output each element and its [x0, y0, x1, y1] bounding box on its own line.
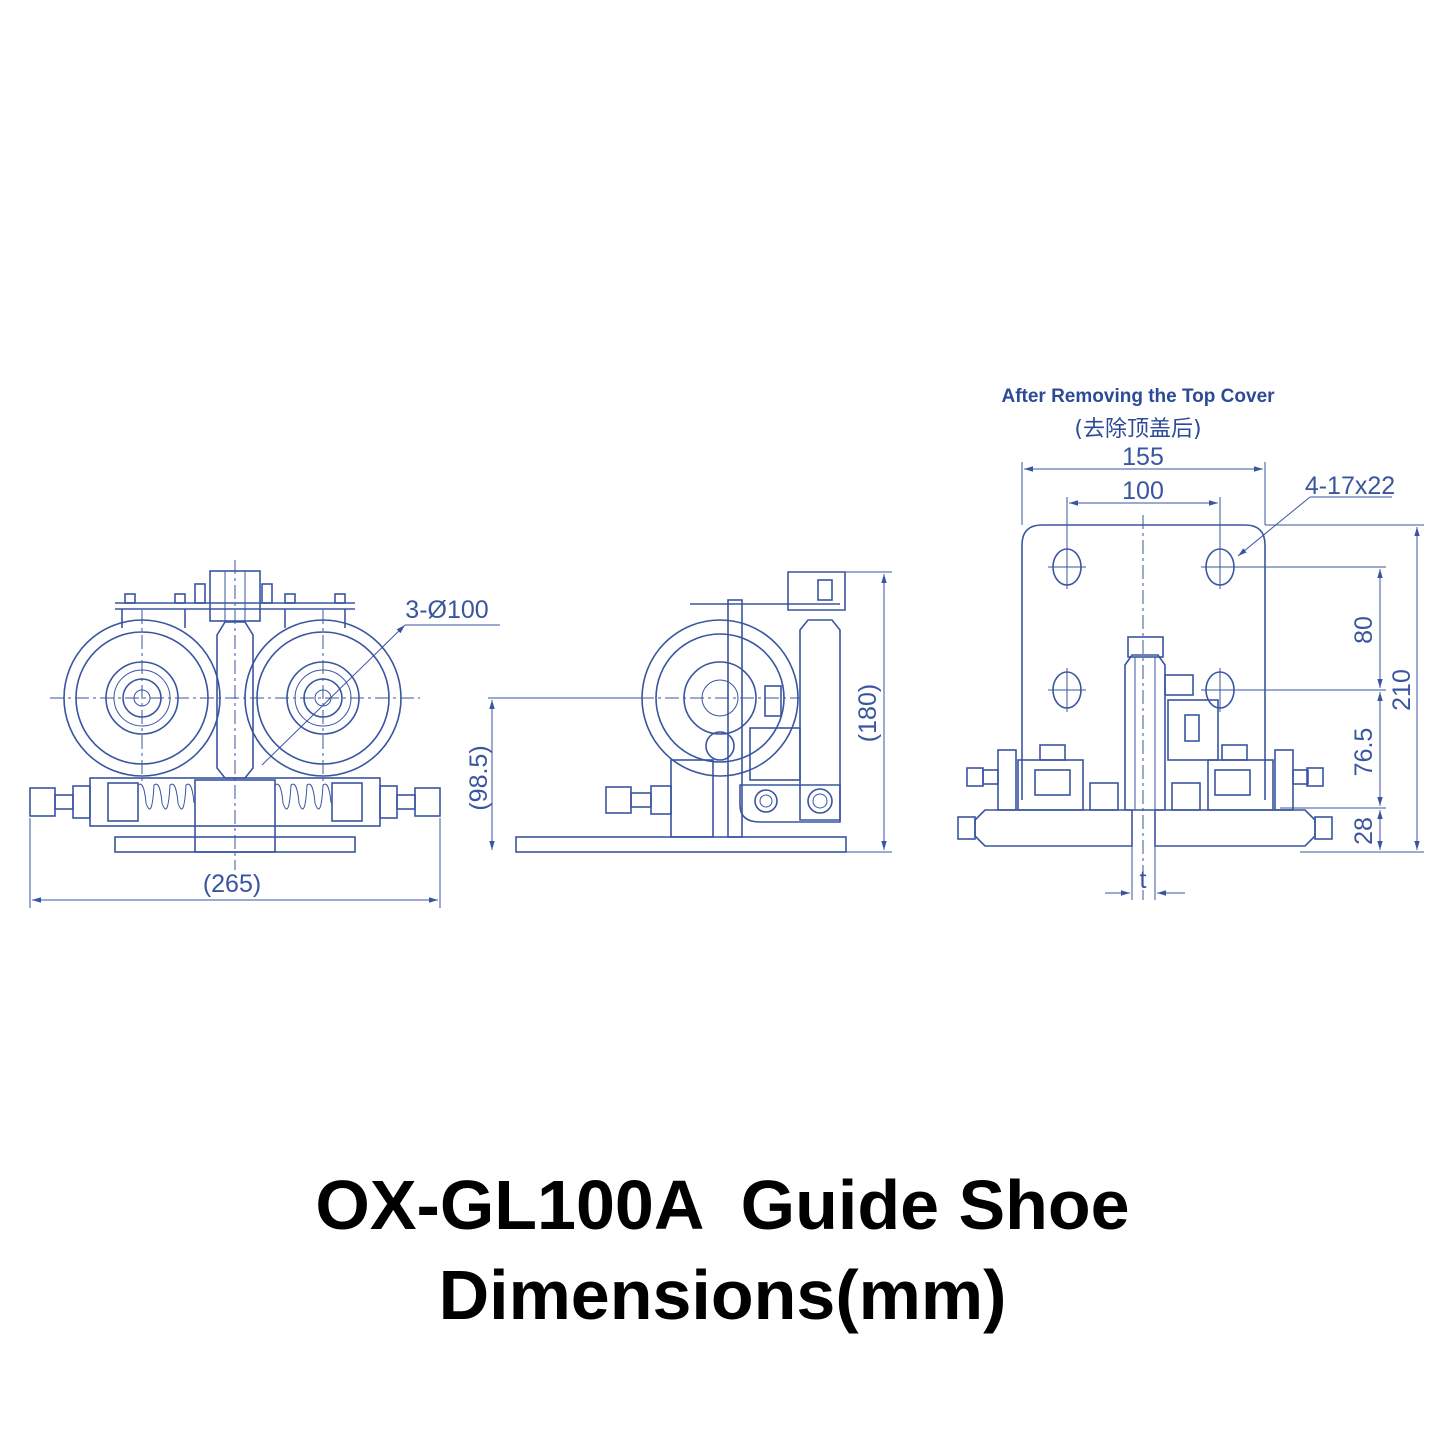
outer-width-label: 155: [1122, 443, 1164, 471]
hole-spacing-label: 80: [1350, 616, 1378, 644]
hole-width-label: 100: [1122, 477, 1164, 505]
front-view: 3-Ø100 (265): [29, 560, 500, 908]
width-dimension-label: (265): [203, 870, 261, 898]
total-height-label: 210: [1388, 669, 1416, 711]
product-subtitle: Dimensions(mm): [438, 1256, 1007, 1334]
hole-size-label: 4-17x22: [1305, 472, 1395, 500]
rail-thickness-label: t: [1140, 866, 1147, 894]
side-view: (98.5) (180): [465, 571, 892, 853]
top-view: After Removing the Top Cover (去除顶盖后): [957, 386, 1424, 900]
view-heading: After Removing the Top Cover: [1001, 386, 1275, 407]
view-heading-cn: (去除顶盖后): [1074, 417, 1201, 442]
height-dimension-label: (180): [854, 684, 882, 742]
center-height-label: (98.5): [465, 745, 493, 810]
bolt-icons: [124, 583, 346, 604]
base-height-label: 28: [1350, 817, 1378, 845]
roller-diameter-label: 3-Ø100: [405, 596, 488, 624]
mounting-holes: [1048, 545, 1386, 712]
product-title: OX-GL100A Guide Shoe: [315, 1166, 1130, 1244]
hole-to-base-label: 76.5: [1350, 728, 1378, 777]
